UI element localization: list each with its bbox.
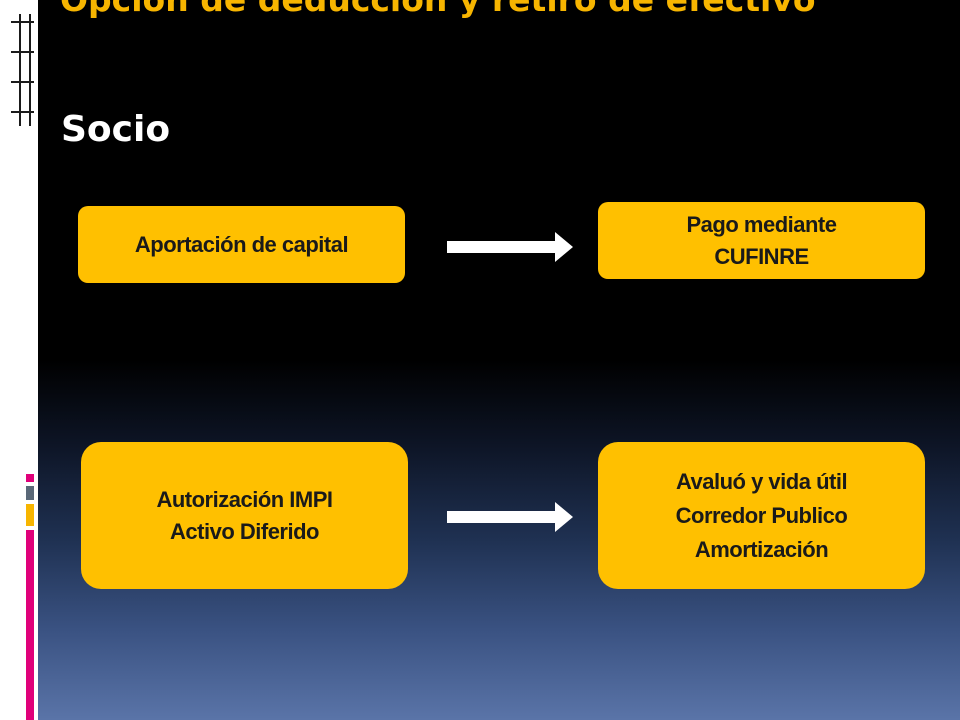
accent-orange: [26, 504, 34, 526]
accent-pink-top: [26, 474, 34, 482]
box-label-line: Amortización: [694, 536, 829, 562]
arrow-right-icon: [447, 232, 573, 262]
slide-title: Opción de deducción y retiro de efectivo: [60, 0, 940, 22]
slide-background: [38, 0, 960, 720]
box-label-line: Activo Diferido: [170, 518, 319, 544]
arrow-right-icon: [447, 502, 573, 532]
box-label-line: Aportación de capital: [134, 231, 349, 257]
box-avaluo-vida-util: Avaluó y vida útil Corredor Publico Amor…: [598, 442, 925, 589]
box-label-line: Corredor Publico: [675, 502, 848, 528]
box-label-line: Pago mediante: [686, 211, 837, 237]
accent-pink-bar: [26, 530, 34, 720]
left-decorative-strip: [0, 0, 38, 720]
grid-icon: [11, 14, 34, 126]
box-aportacion-capital: Aportación de capital: [78, 206, 405, 283]
accent-slate: [26, 486, 34, 500]
box-label-line: CUFINRE: [714, 243, 809, 269]
box-pago-cufinre: Pago mediante CUFINRE: [598, 202, 925, 279]
box-label-line: Avaluó y vida útil: [675, 468, 848, 494]
slide-subtitle: Socio: [61, 109, 171, 150]
box-label-line: Autorización IMPI: [156, 486, 333, 512]
box-autorizacion-impi: Autorización IMPI Activo Diferido: [81, 442, 408, 589]
